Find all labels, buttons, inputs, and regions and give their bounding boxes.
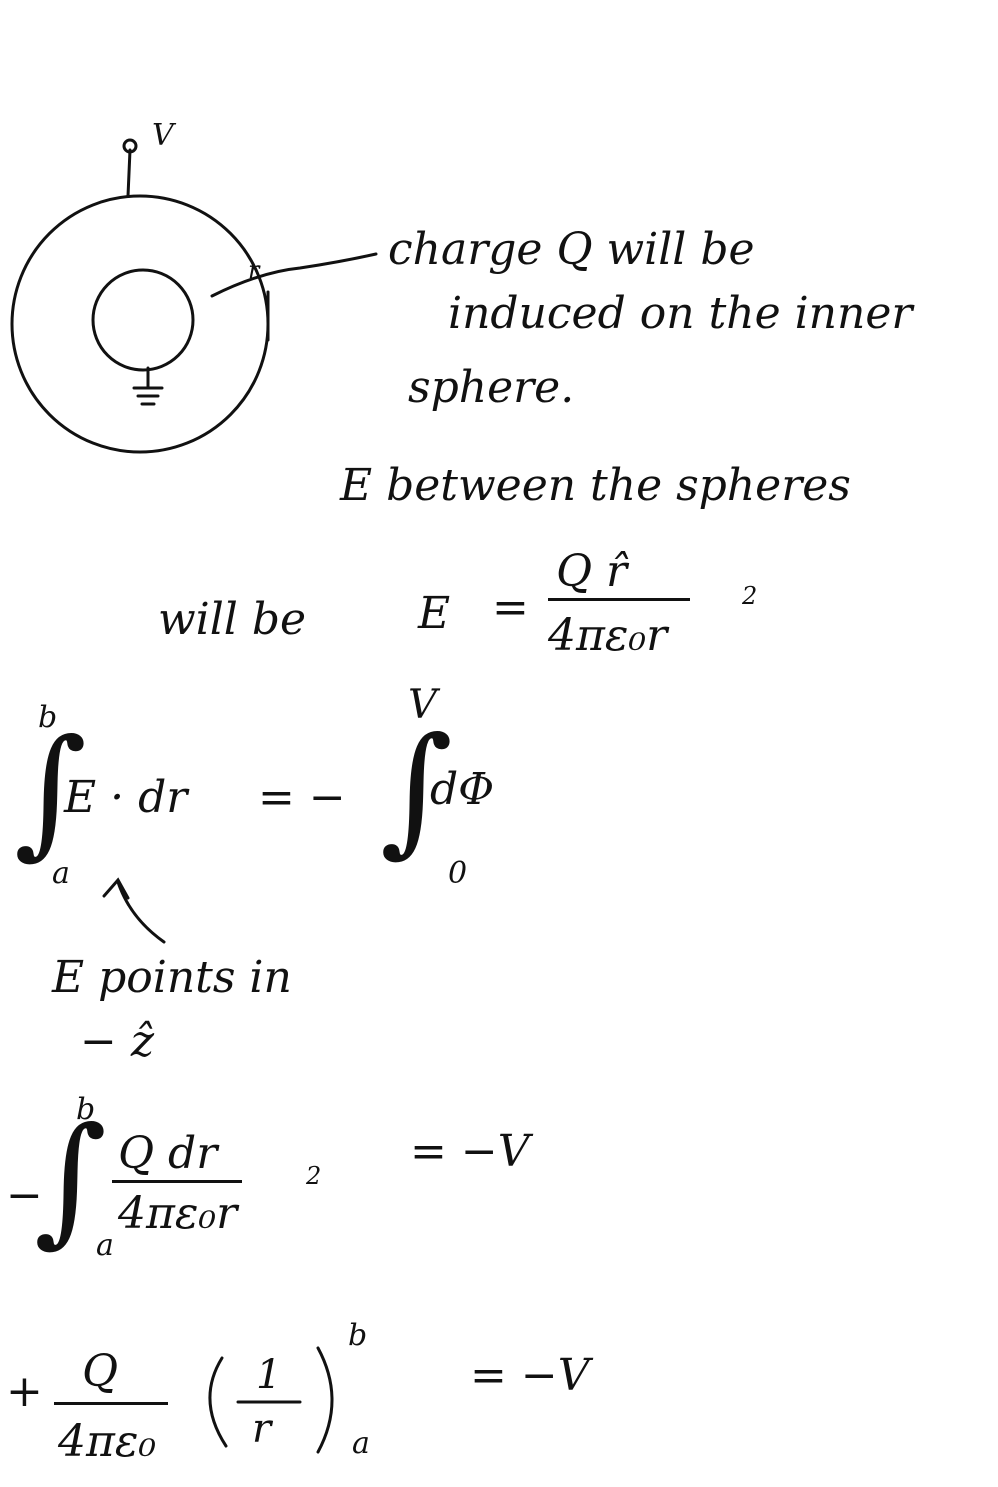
integral2-numerator: Q dr xyxy=(118,1128,218,1179)
arrow-note-line-1: E points in xyxy=(52,952,292,1003)
field-vector-E: E xyxy=(418,588,451,639)
result-upper: b xyxy=(348,1318,368,1353)
result-denominator: 4πε₀ xyxy=(58,1416,157,1467)
inner-sphere xyxy=(91,268,195,372)
integral2-lower: a xyxy=(96,1228,114,1263)
note-line-3: sphere. xyxy=(408,362,575,413)
field-will-be: will be xyxy=(158,594,307,645)
field-numerator: Q r̂ xyxy=(556,546,628,597)
annotation-leader xyxy=(210,252,378,298)
result-inner-numerator: 1 xyxy=(256,1352,282,1398)
arrow-note-line-2: − ẑ xyxy=(80,1016,155,1067)
field-denominator: 4πε₀r xyxy=(548,610,668,661)
integral1-upper: b xyxy=(38,700,58,735)
integral2-denominator: 4πε₀r xyxy=(118,1188,238,1239)
integral2-power: 2 xyxy=(306,1162,322,1190)
integral2-fraction-bar xyxy=(112,1180,242,1183)
integral1-rhs-integrand: dΦ xyxy=(430,764,495,815)
integral2-upper: b xyxy=(76,1092,96,1127)
integral2-rhs: = −V xyxy=(410,1126,530,1177)
integral1-equals: = − xyxy=(258,772,346,823)
integral-sign-rhs: ∫ xyxy=(380,708,453,871)
integral-sign-2: ∫ xyxy=(34,1098,107,1261)
field-power: 2 xyxy=(742,582,758,610)
result-lower: a xyxy=(352,1426,370,1461)
integral2-sign: − xyxy=(6,1170,43,1221)
result-rhs: = −V xyxy=(470,1350,590,1401)
integral1-integrand: E · dr xyxy=(64,772,188,823)
result-numerator: Q xyxy=(82,1346,119,1397)
result-fraction-bar xyxy=(54,1402,168,1405)
integral1-lower: a xyxy=(52,856,70,891)
result-inner-denominator: r xyxy=(252,1406,272,1452)
integral1-rhs-lower: 0 xyxy=(448,856,468,891)
note-line-1: charge Q will be xyxy=(388,224,755,275)
field-line-1: E between the spheres xyxy=(340,460,851,511)
radius-label: r xyxy=(248,256,260,284)
integral1-rhs-upper: V xyxy=(408,682,437,728)
note-line-2: induced on the inner xyxy=(448,288,913,339)
wire-to-potential xyxy=(126,148,132,198)
field-equals: = xyxy=(492,582,529,633)
field-fraction-bar xyxy=(548,598,690,601)
integral-sign-1: ∫ xyxy=(14,710,87,873)
terminal-dot xyxy=(122,138,138,154)
result-sign: + xyxy=(6,1366,43,1417)
potential-label: V xyxy=(152,118,174,153)
